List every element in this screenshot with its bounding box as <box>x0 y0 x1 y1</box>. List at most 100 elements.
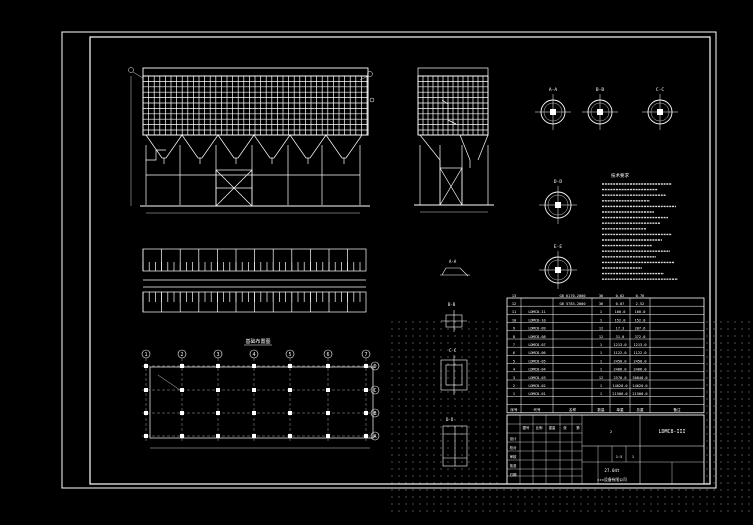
title-block-label: 张 <box>563 425 567 430</box>
bom-cell: 30840.0 <box>632 376 647 380</box>
technical-notes <box>602 183 678 280</box>
title-block-label: 第 <box>576 425 580 430</box>
bom-cell: 8 <box>513 335 515 339</box>
bom-cell: GB 5783-2000 <box>560 302 586 306</box>
bom-header-cell: 序号 <box>510 407 518 412</box>
bom-cell: 1122.0 <box>614 351 627 355</box>
bom-cell: LDMC8-04 <box>528 368 545 372</box>
side-elevation-view <box>414 67 494 213</box>
top-plan-strip <box>142 248 367 313</box>
bom-cell: 14620.0 <box>632 384 647 388</box>
bom-cell: 7 <box>513 343 515 347</box>
title-block-label: 图号 <box>523 425 530 430</box>
grid-letter-label: C <box>373 388 376 394</box>
grid-number-label: 6 <box>326 352 329 358</box>
bom-cell: 4 <box>513 368 515 372</box>
bom-cell: LDMC8-05 <box>528 359 545 363</box>
bom-cell: 14620.0 <box>612 384 627 388</box>
bom-cell: 2450.0 <box>634 359 647 363</box>
total-weight: 27.04t <box>604 468 620 473</box>
notes-title: 技术要求 <box>611 172 629 179</box>
bom-cell: 1 <box>600 368 602 372</box>
svg-text:B-B: B-B <box>448 302 456 307</box>
bom-cell: LDMC8-07 <box>528 343 545 347</box>
bom-cell: 1 <box>600 351 602 355</box>
title-block-label: 日期 <box>510 472 517 477</box>
bom-cell: 1 <box>600 318 602 322</box>
bom-cell: 2466.0 <box>634 368 647 372</box>
sheet-total: 1 <box>632 455 634 459</box>
grid-letter-label: A <box>373 434 376 440</box>
bom-cell: 12 <box>599 335 603 339</box>
bom-cell: 1 <box>600 359 602 363</box>
svg-text:D-D: D-D <box>446 417 454 422</box>
grid-letter-label: B <box>373 411 376 417</box>
bom-header-cell: 数量 <box>597 407 605 412</box>
bom-cell: 21500.0 <box>612 392 627 396</box>
grid-letter-label: D <box>373 364 376 370</box>
foundation-plan-view <box>142 358 376 449</box>
bom-cell: 36 <box>599 302 603 306</box>
front-elevation-callouts <box>128 67 375 103</box>
grid-number-label: 1 <box>144 352 147 358</box>
bom-header-cell: 总重 <box>636 407 644 412</box>
section-label: D-D <box>554 179 562 185</box>
bom-cell: 152.0 <box>635 318 646 322</box>
bom-cell: LDMC8-02 <box>528 384 545 388</box>
front-elevation-view <box>130 67 370 214</box>
bom-cell: 1 <box>513 392 515 396</box>
section-label: A-A <box>549 87 557 93</box>
bom-cell: GB 6170-2000 <box>560 294 586 298</box>
bom-cell: LDMC8-06 <box>528 351 545 355</box>
bom-cell: 9 <box>513 327 515 331</box>
bom-cell: 1 <box>600 392 602 396</box>
grid-number-label: 7 <box>364 352 367 358</box>
bom-cell: 21500.0 <box>632 392 647 396</box>
bom-cell: 12 <box>512 302 516 306</box>
grid-number-label: 4 <box>252 352 255 358</box>
bom-cell: 3 <box>513 376 515 380</box>
bom-cell: 1 <box>600 310 602 314</box>
plan-title: 基础布置图 <box>245 338 270 345</box>
svg-text:C-C: C-C <box>449 348 457 353</box>
bom-cell: 13 <box>512 294 516 298</box>
sheet-number: 2 <box>610 429 612 434</box>
bom-header-cell: 备注 <box>673 407 681 412</box>
detail-view-b: B-B <box>441 302 467 332</box>
bom-cell: 11 <box>512 310 516 314</box>
grid-number-label: 5 <box>288 352 291 358</box>
scale-value: 1:5 <box>616 455 623 459</box>
background-dot-grid <box>391 321 750 512</box>
bom-cell: 207.6 <box>635 327 646 331</box>
title-block-label: 设计 <box>510 436 517 441</box>
title-block-label: 批准 <box>510 463 517 468</box>
bom-cell: 10 <box>512 318 516 322</box>
drawing-number: LDMC8-III <box>658 429 685 435</box>
bom-cell: LDMC8-10 <box>528 318 545 322</box>
bom-cell: LDMC8-09 <box>528 327 545 331</box>
bom-header-cell: 单重 <box>616 407 624 412</box>
section-label: B-B <box>596 87 604 93</box>
bom-cell: 2450.0 <box>614 359 627 363</box>
bom-header-cell: 名称 <box>569 407 577 412</box>
section-label: E-E <box>554 244 562 250</box>
bom-cell: 17.3 <box>616 327 625 331</box>
bom-cell: 2466.0 <box>614 368 627 372</box>
bom-cell: 0.76 <box>636 294 645 298</box>
bom-cell: 0.02 <box>616 294 625 298</box>
title-block-label: 校对 <box>510 445 517 450</box>
bom-cell: 160.0 <box>635 310 646 314</box>
bom-cell: LDMC8-11 <box>528 310 545 314</box>
bom-cell: LDMC8-03 <box>528 376 545 380</box>
grid-number-label: 3 <box>216 352 219 358</box>
detail-view-a: A-A <box>440 259 470 277</box>
section-label: C-C <box>656 87 664 93</box>
bom-cell: 1 <box>600 384 602 388</box>
bom-cell: 0.07 <box>616 302 625 306</box>
bom-cell: 5 <box>513 359 515 363</box>
bom-header-cell: 代号 <box>533 407 541 412</box>
bom-cell: LDMC8-08 <box>528 335 545 339</box>
